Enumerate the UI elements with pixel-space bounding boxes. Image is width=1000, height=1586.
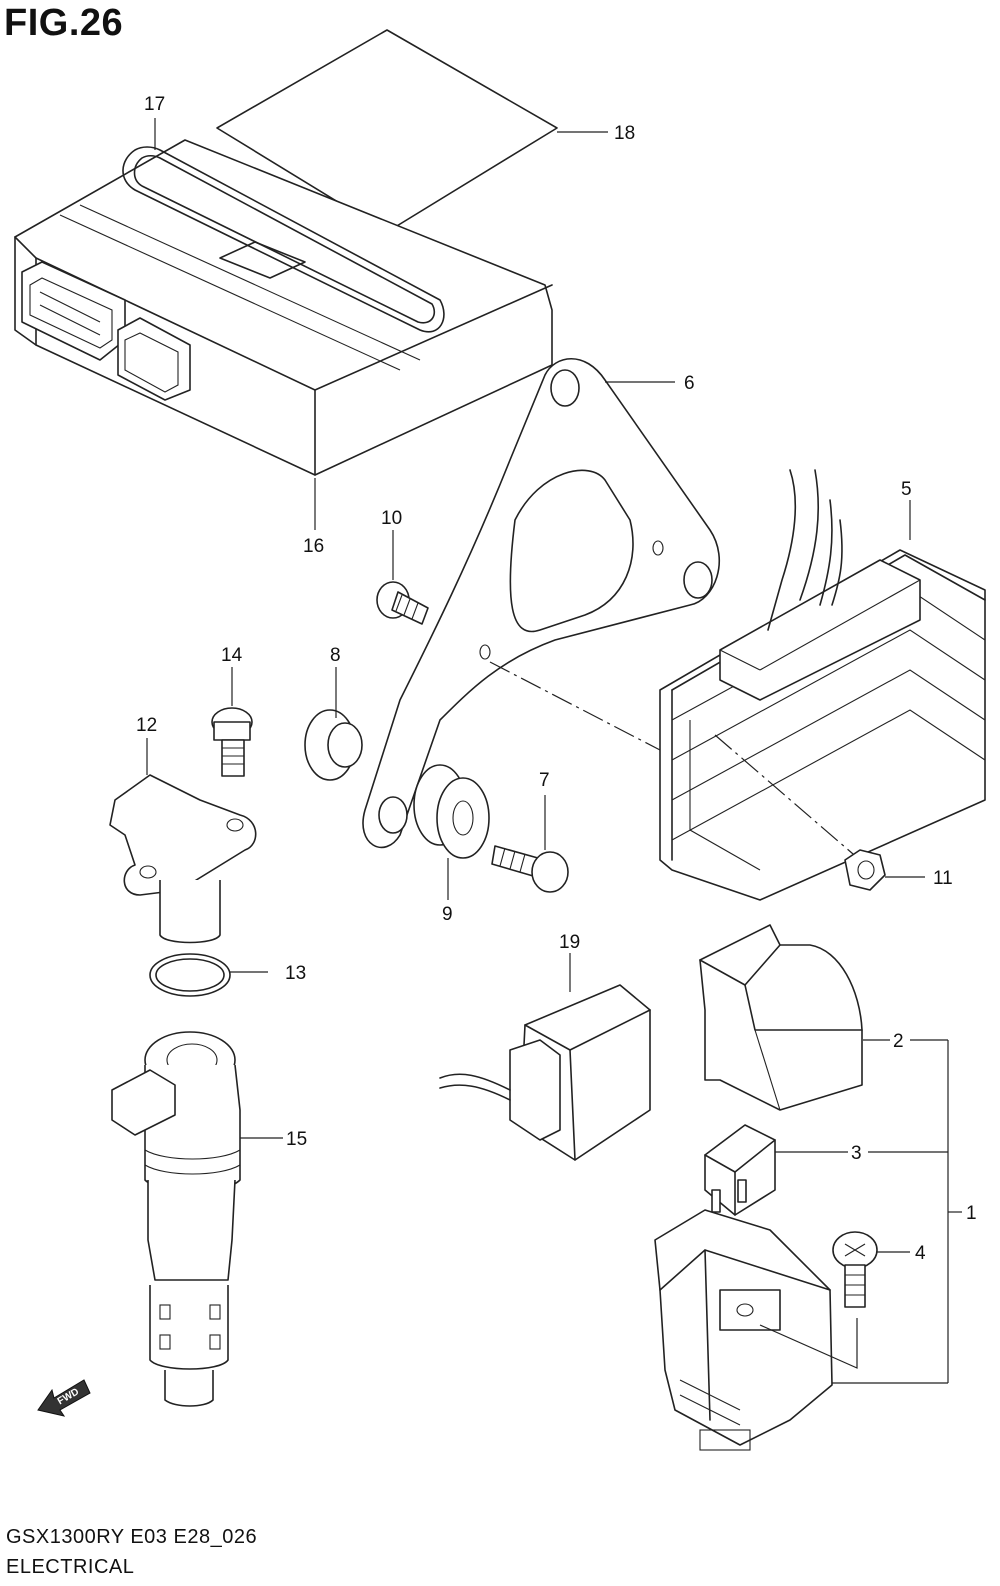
part-7-bolt (491, 795, 569, 893)
callout-11: 11 (933, 868, 953, 889)
part-8-collar (304, 667, 363, 781)
callout-3: 3 (851, 1143, 862, 1164)
part-10-bolt (376, 530, 429, 625)
part-17-seal (122, 118, 445, 333)
callout-17: 17 (144, 94, 165, 115)
fwd-arrow-icon: FWD (37, 1379, 91, 1417)
callout-16: 16 (303, 536, 324, 557)
callout-4: 4 (915, 1243, 926, 1264)
part-12-sensor (109, 738, 257, 944)
part-4-screw (759, 1231, 910, 1369)
part-6-bracket (362, 357, 720, 849)
part-13-o-ring (149, 953, 268, 997)
reference-line (489, 661, 661, 751)
model-code: GSX1300RY E03 E28_026 (6, 1526, 258, 1548)
part-11-nut (844, 849, 925, 891)
callout-8: 8 (330, 645, 341, 666)
section-name: ELECTRICAL (6, 1556, 135, 1578)
callout-9: 9 (442, 904, 453, 925)
part-5-regulator (659, 469, 986, 901)
callout-12: 12 (136, 715, 157, 736)
callout-2: 2 (893, 1031, 904, 1052)
ecm-connector-small (117, 317, 191, 401)
reference-line-2 (714, 734, 861, 861)
part-19-relay (439, 953, 651, 1161)
callout-10: 10 (381, 508, 402, 529)
callout-13: 13 (285, 963, 306, 984)
callout-18: 18 (614, 123, 635, 144)
part-9-grommet (413, 764, 490, 900)
part-16-ecm (14, 139, 553, 530)
callout-1: 1 (966, 1203, 977, 1224)
callout-14: 14 (221, 645, 243, 666)
callout-6: 6 (684, 373, 695, 394)
assembly-1-bracket-lines (832, 1039, 962, 1384)
ecm-connector-large (21, 261, 126, 361)
part-3-fuse (704, 1124, 848, 1216)
part-18-sheet (216, 29, 608, 233)
part-2-cover (699, 924, 890, 1111)
callout-15: 15 (286, 1129, 307, 1150)
part-1-fuse-box (654, 1209, 833, 1451)
part-15-ignition-coil (111, 1031, 283, 1407)
part-14-bolt (211, 667, 253, 777)
figure-title: FIG.26 (4, 2, 124, 44)
callout-19: 19 (559, 932, 580, 953)
callout-5: 5 (901, 479, 912, 500)
callout-7: 7 (539, 770, 550, 791)
